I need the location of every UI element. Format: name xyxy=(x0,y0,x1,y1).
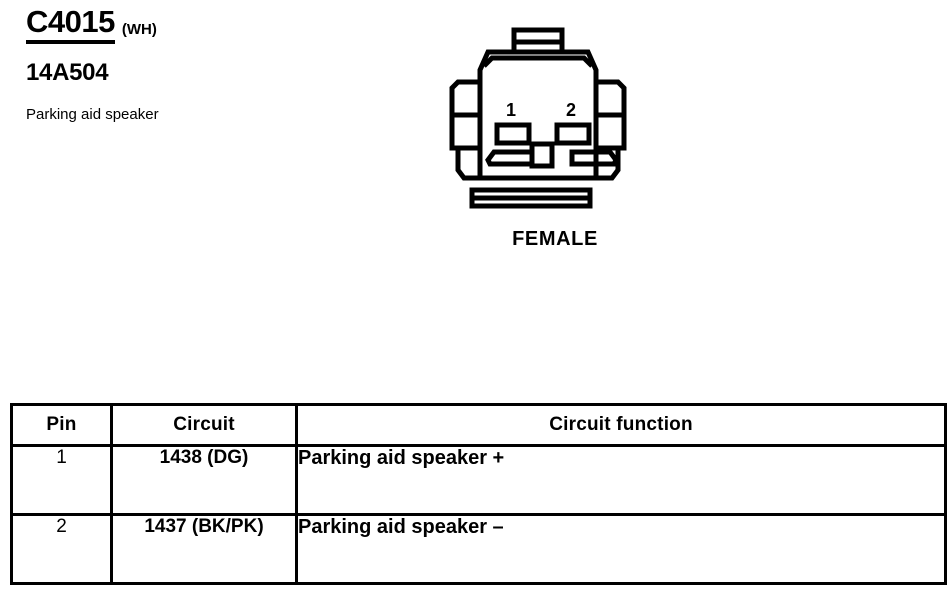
cell-circuit: 1438 (DG) xyxy=(110,444,298,516)
connector-header: C4015 (WH) 14A504 Parking aid speaker xyxy=(26,5,326,125)
cell-circuit-function: Parking aid speaker – xyxy=(295,513,947,585)
connector-latch-post xyxy=(529,141,555,169)
connector-color-code: (WH) xyxy=(121,21,157,38)
connector-right-wing xyxy=(593,79,627,151)
component-name: Parking aid speaker xyxy=(26,106,159,123)
cell-circuit: 1437 (BK/PK) xyxy=(110,513,298,585)
connector-diagram: 1 2 xyxy=(440,18,670,218)
connector-id-line: C4015 (WH) xyxy=(26,5,326,44)
column-header-pin: Pin xyxy=(10,403,113,447)
connector-latch-left xyxy=(485,149,535,167)
table-row: 2 1437 (BK/PK) Parking aid speaker – xyxy=(10,513,947,585)
connector-latch-right xyxy=(569,149,619,167)
table-row: 1 1438 (DG) Parking aid speaker + xyxy=(10,444,947,516)
column-header-circuit-function: Circuit function xyxy=(295,403,947,447)
pinout-table: Pin Circuit Circuit function 1 1438 (DG)… xyxy=(10,403,947,585)
pin-socket-2 xyxy=(554,122,592,146)
connector-skirt xyxy=(455,148,621,181)
cell-circuit-function: Parking aid speaker + xyxy=(295,444,947,516)
pin-label-1: 1 xyxy=(506,100,516,120)
pin-label-2: 2 xyxy=(566,100,576,120)
connector-gender-label: FEMALE xyxy=(512,228,598,250)
table-header-row: Pin Circuit Circuit function xyxy=(10,403,947,447)
pin-socket-1 xyxy=(494,122,532,146)
part-number: 14A504 xyxy=(26,59,109,86)
table-header: Pin Circuit Circuit function xyxy=(10,403,947,447)
cell-pin: 1 xyxy=(10,444,113,516)
connector-svg: 1 2 xyxy=(449,27,627,209)
cell-pin: 2 xyxy=(10,513,113,585)
table-body: 1 1438 (DG) Parking aid speaker + 2 1437… xyxy=(10,444,947,585)
connector-body-shoulder xyxy=(482,55,594,68)
connector-id: C4015 xyxy=(26,5,115,44)
column-header-circuit: Circuit xyxy=(110,403,298,447)
connector-body xyxy=(477,49,599,181)
